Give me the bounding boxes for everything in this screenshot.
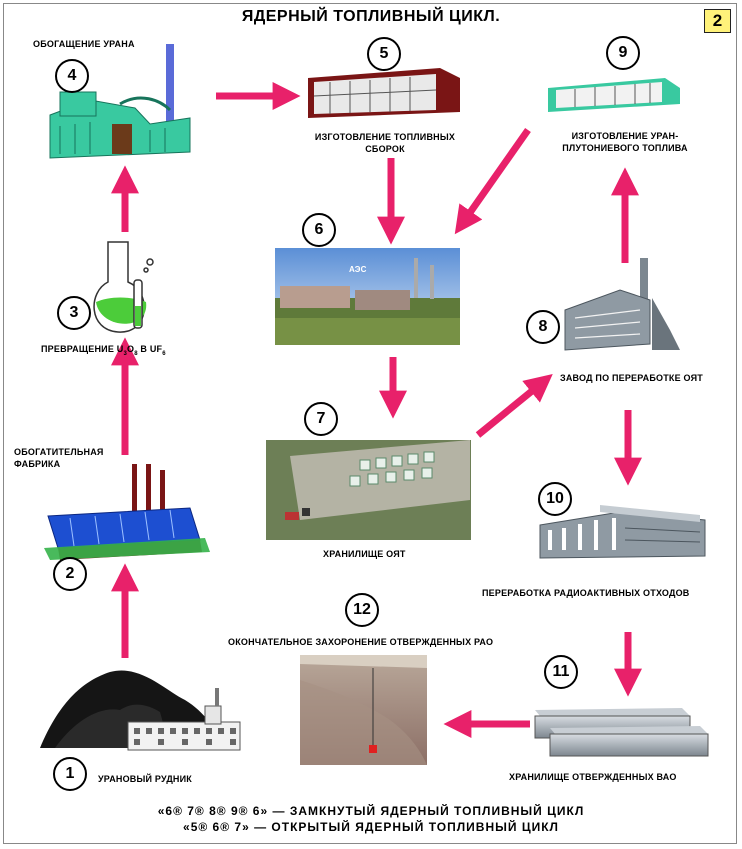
node-label-3-sub2: 8 (134, 350, 138, 357)
node-label-3-mid1: O (126, 344, 135, 354)
node-label-2: ОБОГАТИТЕЛЬНАЯ ФАБРИКА (14, 446, 104, 470)
storage-photo-icon (266, 440, 471, 540)
node-number-5: 5 (367, 37, 401, 71)
node-number-1: 1 (53, 757, 87, 791)
node-number-11: 11 (544, 655, 578, 689)
node-number-10: 10 (538, 482, 572, 516)
reprocessing-plant-icon (564, 258, 680, 351)
mox-plant-icon (548, 78, 680, 112)
node-label-4: ОБОГАЩЕНИЕ УРАНА (33, 39, 135, 49)
node-number-6: 6 (302, 213, 336, 247)
arrow-7-8 (475, 374, 553, 438)
node-number-12: 12 (345, 593, 379, 627)
enrichment-plant-icon (49, 44, 191, 159)
node-label-3-sub1: 3 (123, 350, 127, 357)
node-label-3-mid2: В UF (137, 344, 163, 354)
node-number-3: 3 (57, 296, 91, 330)
burial-icon (300, 655, 427, 765)
node-number-2: 2 (53, 557, 87, 591)
node-label-3: ПРЕВРАЩЕНИЕ U3O8 В UF6 (41, 343, 166, 360)
node-number-7: 7 (304, 402, 338, 436)
node-number-8: 8 (526, 310, 560, 344)
node-label-9: ИЗГОТОВЛЕНИЕ УРАН- ПЛУТОНИЕВОГО ТОПЛИВА (540, 130, 710, 154)
page-badge: 2 (704, 9, 731, 33)
diagram-frame (3, 3, 737, 844)
node-label-3-prefix: ПРЕВРАЩЕНИЕ U (41, 344, 124, 354)
diagram-title: ЯДЕРНЫЙ ТОПЛИВНЫЙ ЦИКЛ. (241, 8, 501, 25)
arrow-9-6 (454, 127, 531, 235)
node-label-9-line2: ПЛУТОНИЕВОГО ТОПЛИВА (562, 143, 688, 153)
arrows (111, 82, 642, 738)
node-label-5: ИЗГОТОВЛЕНИЕ ТОПЛИВНЫХ СБОРОК (300, 131, 470, 155)
node-label-1: УРАНОВЫЙ РУДНИК (98, 774, 192, 784)
node-label-10: ПЕРЕРАБОТКА РАДИОАКТИВНЫХ ОТХОДОВ (482, 588, 690, 598)
fuel-assembly-plant-icon (308, 68, 460, 118)
node-label-12: ОКОНЧАТЕЛЬНОЕ ЗАХОРОНЕНИЕ ОТВЕРЖДЕННЫХ Р… (228, 637, 494, 647)
footer-open-cycle: «5® 6® 7» — ОТКРЫТЫЙ ЯДЕРНЫЙ ТОПЛИВНЫЙ Ц… (183, 820, 559, 834)
node-label-5-line1: ИЗГОТОВЛЕНИЕ ТОПЛИВНЫХ (314, 132, 456, 142)
node-label-2-line1: ОБОГАТИТЕЛЬНАЯ (14, 447, 104, 457)
node-label-3-sub3: 6 (162, 350, 166, 357)
node-label-6: АЭС (349, 265, 367, 274)
factory-icon (44, 464, 210, 560)
node-number-9: 9 (606, 36, 640, 70)
waste-processing-icon (539, 505, 706, 559)
footer-closed-cycle: «6® 7® 8® 9® 6» — ЗАМКНУТЫЙ ЯДЕРНЫЙ ТОПЛ… (157, 804, 585, 818)
node-label-11: ХРАНИЛИЩЕ ОТВЕРЖДЕННЫХ ВАО (509, 772, 677, 782)
node-label-5-line2: СБОРОК (365, 144, 405, 154)
node-label-8: ЗАВОД ПО ПЕРЕРАБОТКЕ ОЯТ (560, 373, 703, 383)
node-label-2-line2: ФАБРИКА (14, 459, 61, 469)
flask-icon (93, 241, 154, 333)
node-label-7: ХРАНИЛИЩЕ ОЯТ (323, 549, 406, 559)
node-label-9-line1: ИЗГОТОВЛЕНИЕ УРАН- (571, 131, 679, 141)
node-number-4: 4 (55, 59, 89, 93)
npp-photo-icon (275, 248, 460, 345)
vault-icon (534, 708, 709, 757)
mine-icon (40, 670, 241, 751)
